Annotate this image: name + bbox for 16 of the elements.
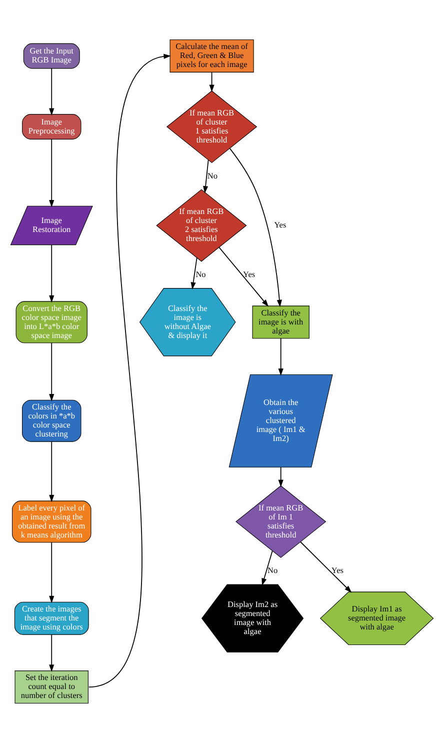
- arrow: [300, 540, 352, 592]
- arrow: [49, 440, 54, 502]
- arrow: [209, 71, 214, 92]
- arrow: [49, 634, 54, 672]
- arrow: [278, 338, 284, 376]
- arrow: [49, 138, 54, 207]
- arrow: [229, 148, 282, 307]
- arrow: [278, 466, 284, 487]
- arrow: [49, 244, 54, 302]
- arrow: [262, 550, 273, 586]
- arrow: [190, 256, 198, 290]
- arrow: [49, 342, 54, 401]
- arrow: [218, 246, 269, 306]
- arrow: [49, 542, 54, 603]
- arrow: [49, 68, 54, 116]
- arrow: [203, 159, 209, 193]
